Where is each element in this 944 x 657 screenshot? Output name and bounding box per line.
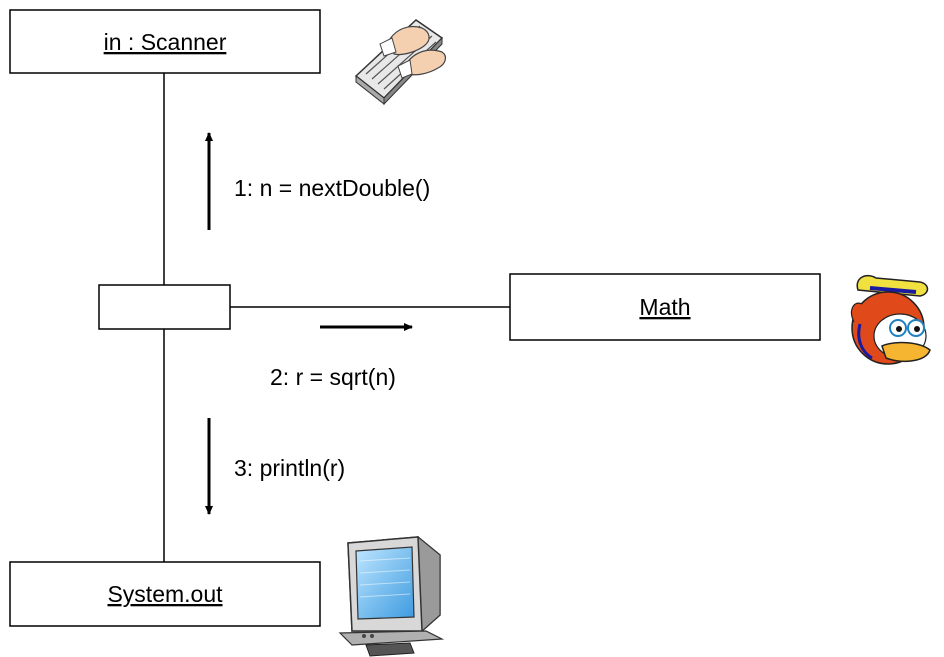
object-caller[interactable] xyxy=(98,284,231,330)
object-system-out[interactable]: System.out xyxy=(9,561,321,627)
object-scanner-label: in : Scanner xyxy=(104,29,227,55)
object-math[interactable]: Math xyxy=(509,273,821,341)
object-system-out-label: System.out xyxy=(107,581,223,607)
keyboard-hands-icon xyxy=(354,19,447,106)
crt-monitor-icon xyxy=(338,535,445,657)
object-math-label: Math xyxy=(639,294,690,320)
message-1-label: 1: n = nextDouble() xyxy=(234,175,430,201)
object-scanner[interactable]: in : Scanner xyxy=(9,9,321,74)
cartoon-duck-icon xyxy=(850,274,931,365)
message-2-label: 2: r = sqrt(n) xyxy=(270,364,396,390)
message-3-label: 3: println(r) xyxy=(234,455,345,481)
